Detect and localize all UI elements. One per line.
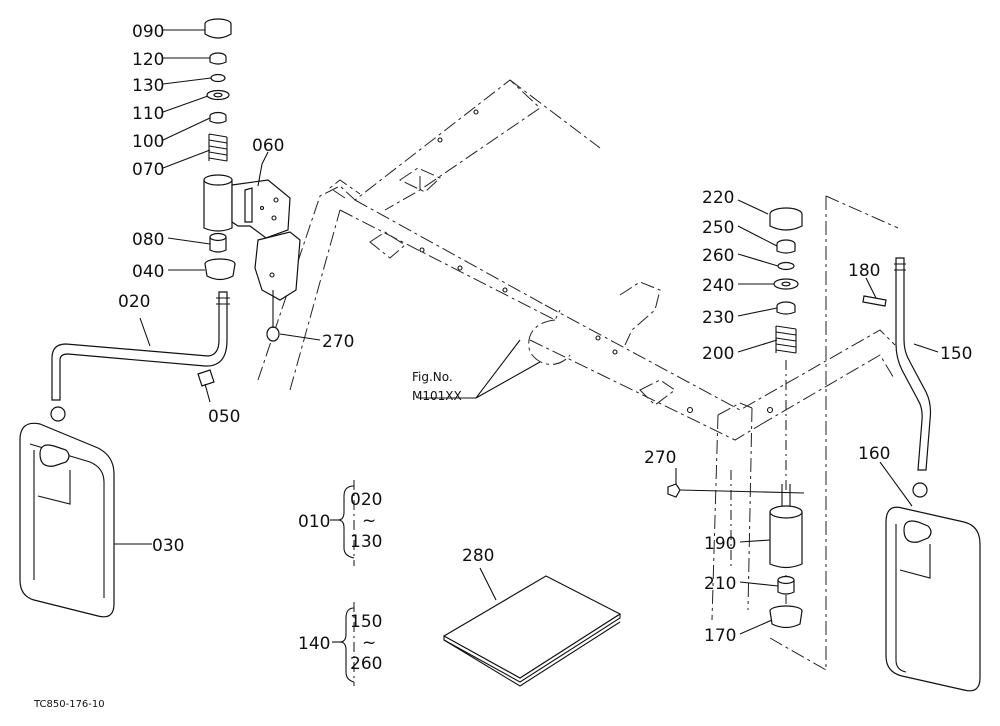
spring-070-icon <box>208 133 228 162</box>
cap-090-icon <box>204 18 232 39</box>
callout-070: 070 <box>132 160 164 180</box>
group-010-from: 020 <box>350 490 382 510</box>
callout-150: 150 <box>940 344 972 364</box>
washer-240-icon <box>773 278 799 290</box>
group-010-to: 130 <box>350 532 382 552</box>
nut-120-icon <box>209 52 227 65</box>
group-140-parent: 140 <box>298 634 330 654</box>
drawing-code: TC850-176-10 <box>33 699 105 710</box>
collar-080-icon <box>209 232 227 253</box>
group-010-parent: 010 <box>298 512 330 532</box>
bushing-100-icon <box>209 111 227 124</box>
callout-220: 220 <box>702 188 734 208</box>
mount-bracket-icon <box>254 231 301 301</box>
callout-210: 210 <box>704 574 736 594</box>
callout-130: 130 <box>132 76 164 96</box>
callout-110: 110 <box>132 104 164 124</box>
callout-280: 280 <box>462 546 494 566</box>
nut-250-icon <box>776 239 796 254</box>
group-140-tilde: ~ <box>362 633 376 653</box>
callout-020: 020 <box>118 292 150 312</box>
callout-260: 260 <box>702 246 734 266</box>
ring-040-icon <box>204 258 236 281</box>
callout-170: 170 <box>704 626 736 646</box>
callout-040: 040 <box>132 262 164 282</box>
mirror-arm-020-icon <box>51 291 230 401</box>
mirror-arm-150-icon <box>894 257 932 471</box>
lock-washer-130-icon <box>210 73 226 83</box>
ring-170-icon <box>769 605 803 629</box>
spring-200-icon <box>775 325 797 354</box>
cap-220-icon <box>769 207 803 231</box>
group-brace-010 <box>330 480 355 566</box>
left-mirror-assembly <box>19 18 301 618</box>
bushing-230-icon <box>776 301 796 315</box>
callout-080: 080 <box>132 230 164 250</box>
group-010-tilde: ~ <box>362 511 376 531</box>
washer-110-icon <box>206 89 230 101</box>
callout-270-left: 270 <box>322 332 354 352</box>
callout-240: 240 <box>702 276 734 296</box>
callout-060: 060 <box>252 136 284 156</box>
callout-230: 230 <box>702 308 734 328</box>
callout-120: 120 <box>132 50 164 70</box>
frame-outline <box>257 79 896 621</box>
callout-160: 160 <box>858 444 890 464</box>
pivot-pipe-190-icon <box>769 484 803 569</box>
callout-270-right: 270 <box>644 448 676 468</box>
callout-190: 190 <box>704 534 736 554</box>
fig-number-label: Fig.No. <box>412 370 453 384</box>
pivot-pipe-060-icon <box>203 174 291 239</box>
callout-100: 100 <box>132 132 164 152</box>
callout-030: 030 <box>152 536 184 556</box>
bolt-270-left-icon <box>266 290 280 342</box>
manual-280-icon <box>442 575 622 687</box>
leader-lines <box>114 29 939 635</box>
callout-250: 250 <box>702 218 734 238</box>
collar-210-icon <box>777 575 795 595</box>
group-brace-140 <box>332 602 355 686</box>
callout-200: 200 <box>702 344 734 364</box>
callout-180: 180 <box>848 261 880 281</box>
callout-090: 090 <box>132 22 164 42</box>
right-mirror-assembly <box>667 195 981 692</box>
callout-labels: 090 120 130 110 100 070 060 080 040 020 … <box>33 22 972 710</box>
bolt-270-right-icon <box>667 483 805 498</box>
group-140-from: 150 <box>350 612 382 632</box>
callout-050: 050 <box>208 407 240 427</box>
mirror-160-icon <box>885 506 981 692</box>
pin-180-icon <box>862 295 887 307</box>
group-140-to: 260 <box>350 654 382 674</box>
pin-050-icon <box>197 369 215 387</box>
mirror-030-icon <box>19 422 115 618</box>
fig-number-code: M101XX <box>412 389 462 403</box>
lock-washer-260-icon <box>777 261 795 271</box>
